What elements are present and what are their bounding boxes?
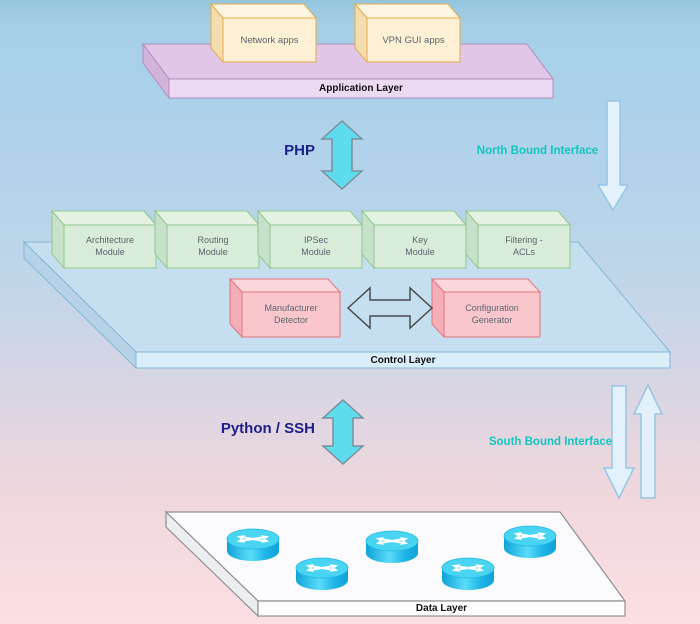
data-layer-platform (164, 510, 627, 618)
php-double-arrow-icon (320, 119, 364, 191)
router-icon (226, 528, 280, 561)
router-icons (226, 525, 557, 590)
router-icon (295, 557, 349, 590)
vpn-gui-apps-box (353, 2, 462, 64)
python-ssh-double-arrow-icon (321, 398, 365, 466)
filtering-acls-box (464, 209, 572, 270)
north-bound-arrow-icon (596, 100, 630, 212)
routing-module-box (153, 209, 261, 270)
south-bound-up-arrow-icon (632, 383, 664, 499)
configuration-generator-box (430, 277, 542, 339)
manufacturer-detector-box (228, 277, 342, 339)
ipsec-module-box (256, 209, 364, 270)
detector-generator-arrow-icon (346, 286, 434, 330)
router-icon (365, 530, 419, 563)
key-module-box (360, 209, 468, 270)
router-icon (503, 525, 557, 558)
application-layer-platform (142, 42, 554, 100)
south-bound-down-arrow-icon (602, 385, 636, 500)
architecture-module-box (50, 209, 158, 270)
router-icon (441, 557, 495, 590)
network-apps-box (209, 2, 318, 64)
